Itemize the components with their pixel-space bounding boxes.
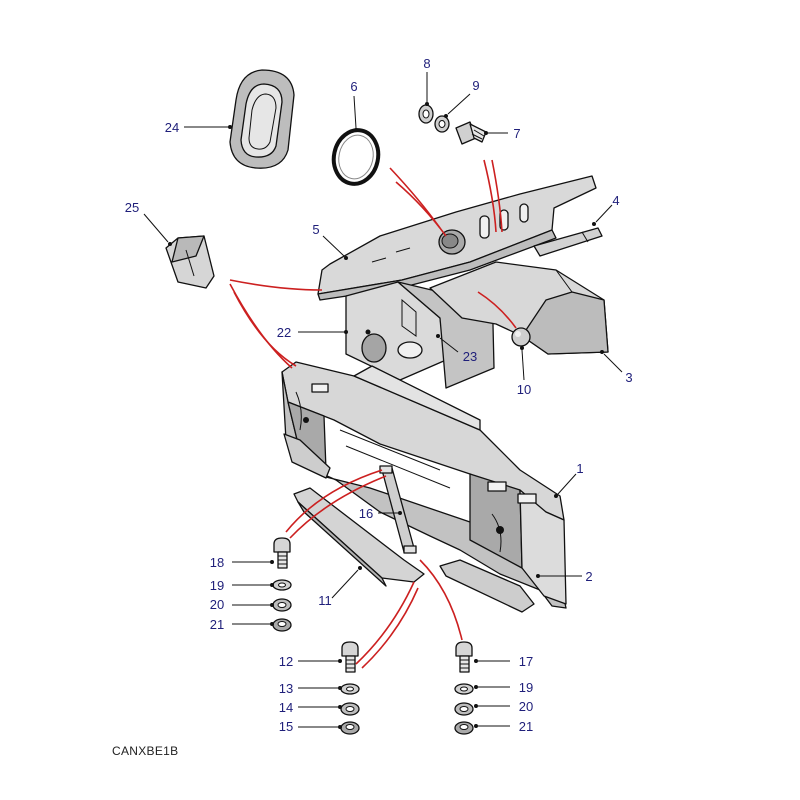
callout-14[interactable]: 14 [279,700,293,715]
callout-11[interactable]: 11 [318,593,332,608]
callout-7[interactable]: 7 [513,126,520,141]
assembly-lines [229,159,517,669]
part-17-bolt[interactable] [455,641,473,673]
part-9-washer[interactable] [434,115,450,133]
callout-2[interactable]: 2 [585,569,592,584]
part-13-washer[interactable] [340,683,360,695]
part-3-duct-housing[interactable] [429,261,609,355]
part-12-bolt[interactable] [341,641,359,673]
part-14-spring-washer[interactable] [340,702,360,716]
callout-16[interactable]: 16 [359,506,373,521]
callout-13[interactable]: 13 [279,681,293,696]
part-20-spring-washer-right[interactable] [454,702,474,716]
callout-10[interactable]: 10 [517,382,531,397]
callout-20-right[interactable]: 20 [519,699,533,714]
part-24-grommet[interactable] [229,69,295,169]
part-10-plug[interactable] [511,327,531,347]
callout-19-left[interactable]: 19 [210,578,224,593]
callout-12[interactable]: 12 [279,654,293,669]
part-25-bracket[interactable] [165,235,215,289]
part-16-stay-rod[interactable] [379,465,417,554]
callout-25[interactable]: 25 [125,200,139,215]
part-4-side-bar[interactable] [533,227,603,257]
part-1-main-crossmember[interactable] [281,361,567,609]
callout-4[interactable]: 4 [612,193,619,208]
part-8-washer[interactable] [418,104,434,124]
callout-20-left[interactable]: 20 [210,597,224,612]
callout-23[interactable]: 23 [463,349,477,364]
part-19-washer-left[interactable] [272,579,292,591]
part-11-skid-plate[interactable] [293,487,425,587]
part-15-nut[interactable] [340,721,360,735]
part-19-washer-right[interactable] [454,683,474,695]
callout-6[interactable]: 6 [350,79,357,94]
leader-lines [143,72,623,729]
callout-19-right[interactable]: 19 [519,680,533,695]
callout-24[interactable]: 24 [165,120,179,135]
part-6-o-ring[interactable] [329,126,383,188]
part-21-nut-right[interactable] [454,721,474,735]
callout-18[interactable]: 18 [210,555,224,570]
callout-1[interactable]: 1 [576,461,583,476]
callout-15[interactable]: 15 [279,719,293,734]
callout-17[interactable]: 17 [519,654,533,669]
callout-9[interactable]: 9 [472,78,479,93]
callout-8[interactable]: 8 [423,56,430,71]
part-7-bolt[interactable] [455,121,487,145]
part-20-spring-washer-left[interactable] [272,598,292,612]
diagram-id-caption: CANXBE1B [112,744,179,758]
callout-21-left[interactable]: 21 [210,617,224,632]
callout-3[interactable]: 3 [625,370,632,385]
callout-5[interactable]: 5 [312,222,319,237]
part-21-nut-left[interactable] [272,618,292,632]
part-2-lower-plate[interactable] [283,433,535,613]
callout-21-right[interactable]: 21 [519,719,533,734]
part-18-bolt[interactable] [273,537,291,569]
part-22-bulkhead-panel[interactable] [345,281,495,389]
callout-22[interactable]: 22 [277,325,291,340]
callout-labels: 24 6 8 9 7 4 25 5 22 23 10 3 1 16 2 18 1… [125,56,633,734]
